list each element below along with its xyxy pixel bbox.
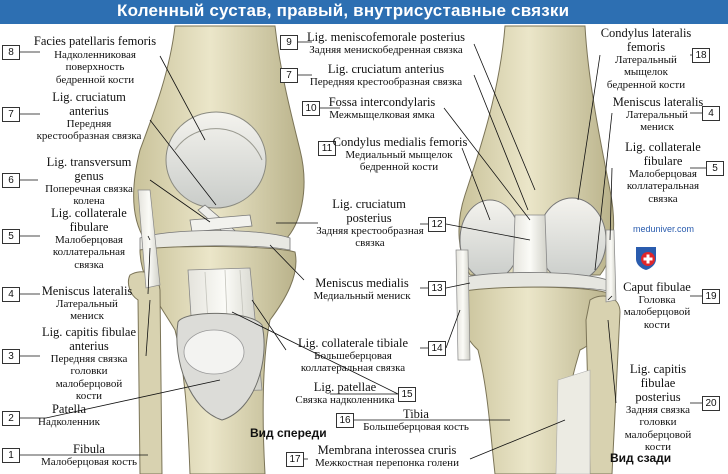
label-number: 9 [280, 35, 298, 50]
label-facies-patellaris: Facies patellaris femoris Надколенникова… [33, 34, 157, 86]
label-number: 5 [2, 229, 20, 244]
label-lig-collaterale-tibiale: Lig. collaterale tibiale Большеберцовая … [297, 336, 409, 375]
label-condylus-lateralis-femoris: Condylus lateralis femoris Латеральный м… [600, 26, 692, 91]
label-number: 7 [2, 107, 20, 122]
label-number: 12 [428, 217, 446, 232]
back-lateral-condyle [537, 197, 607, 283]
label-fossa-intercondylaris: Fossa intercondylaris Межмыщелковая ямка [328, 95, 436, 121]
front-fibula [127, 271, 163, 474]
medical-cross-logo-icon [636, 247, 656, 270]
label-number: 5 [706, 161, 724, 176]
title-bar: Коленный сустав, правый, внутрисуставные… [0, 0, 728, 24]
label-condylus-medialis-femoris: Condylus medialis femoris Медиальный мыщ… [332, 135, 468, 174]
label-number: 3 [2, 349, 20, 364]
label-meniscus-lateralis-front: Meniscus lateralis Латеральный мениск [41, 284, 133, 323]
label-number: 14 [428, 341, 446, 356]
label-caput-fibulae: Caput fibulae Головка малоберцовой кости [623, 280, 691, 331]
label-lig-collaterale-fibulare-back: Lig. collaterale fibulare Малоберцовая к… [625, 140, 701, 205]
label-meniscus-medialis: Meniscus medialis Медиальный мениск [313, 276, 411, 302]
front-leader-lines [18, 51, 221, 456]
label-meniscus-lateralis-back: Meniscus lateralis Латеральный мениск [612, 95, 704, 134]
label-lig-patellae: Lig. patellae Связка надколенника [295, 380, 395, 406]
label-lig-meniscofemorale-posterius: Lig. meniscofemorale posterius Задняя ме… [307, 30, 465, 56]
label-number: 20 [702, 396, 720, 411]
label-lig-capitis-fibulae-anterius: Lig. capitis fibulae anterius Передняя с… [41, 325, 137, 402]
back-leader-lines [231, 41, 708, 460]
label-lig-cruciatum-anterius-front: Lig. cruciatum anterius Передняя крестоо… [36, 90, 142, 143]
label-number: 19 [702, 289, 720, 304]
label-lig-transversum-genus: Lig. transversum genus Поперечная связка… [45, 155, 133, 208]
label-lig-collaterale-fibulare-front: Lig. collaterale fibulare Малоберцовая к… [51, 206, 127, 271]
label-number: 16 [336, 413, 354, 428]
label-number: 6 [2, 173, 20, 188]
watermark-text: meduniver.com [633, 224, 695, 234]
label-fibula: Fibula Малоберцовая кость [41, 442, 137, 468]
label-number: 4 [2, 287, 20, 302]
label-number: 17 [286, 452, 304, 467]
label-number: 2 [2, 411, 20, 426]
label-lig-cruciatum-posterius: Lig. cruciatum posterius Задняя крестооб… [316, 197, 424, 250]
label-number: 11 [318, 141, 336, 156]
label-membrana-interossea: Membrana interossea cruris Межкостная пе… [315, 443, 459, 469]
label-number: 13 [428, 281, 446, 296]
label-tibia: Tibia Большеберцовая кость [363, 407, 469, 433]
label-patella: Patella Надколенник [38, 402, 100, 428]
caption-back-view: Вид сзади [610, 451, 672, 465]
label-number: 8 [2, 45, 20, 60]
label-number: 4 [702, 106, 720, 121]
label-lig-cruciatum-anterius-back: Lig. cruciatum anterius Передняя крестоо… [309, 62, 463, 88]
label-number: 18 [692, 48, 710, 63]
page-title: Коленный сустав, правый, внутрисуставные… [117, 1, 570, 20]
label-number: 15 [398, 387, 416, 402]
label-number: 10 [302, 101, 320, 116]
label-lig-capitis-fibulae-posterius: Lig. capitis fibulae posterius Задняя св… [624, 362, 692, 453]
label-number: 1 [2, 448, 20, 463]
back-medial-condyle [459, 199, 521, 281]
front-view-drawing [127, 25, 305, 474]
label-number: 7 [280, 68, 298, 83]
back-view-drawing [455, 25, 621, 474]
back-fibula [585, 295, 621, 474]
caption-front-view: Вид спереди [250, 426, 327, 440]
front-patellar-surface [165, 111, 267, 209]
